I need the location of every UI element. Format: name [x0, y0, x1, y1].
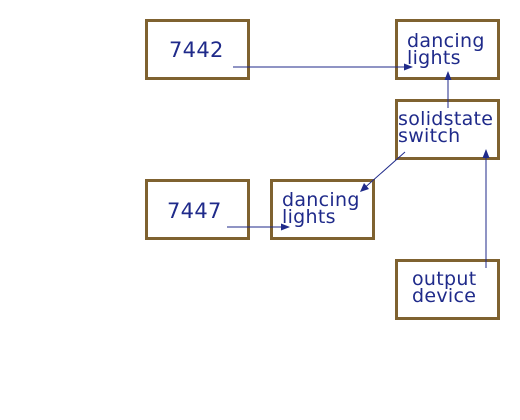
arrowhead-dancing-lights-top-up: [444, 71, 452, 80]
label-output-device: output device: [412, 268, 477, 307]
box-dancing-lights-mid: [270, 179, 375, 240]
arrowhead-dancing-lights-mid-diagonal: [360, 183, 369, 192]
box-output-device: [395, 259, 500, 320]
arrow-solidstate-switch-to-dancing-lights-mid: [360, 151, 406, 192]
arrowhead-solidstate-switch-up: [482, 149, 490, 158]
arrowhead-dancing-lights-mid: [281, 223, 290, 231]
label-7447: 7447: [167, 199, 222, 223]
label-solidstate-switch: solidstate switch: [398, 108, 494, 147]
box-7442: [145, 19, 250, 80]
box-7447: [145, 179, 250, 240]
arrowhead-dancing-lights-top: [404, 63, 413, 71]
label-dancing-lights-mid: dancing lights: [282, 189, 360, 228]
box-solidstate-switch: [395, 99, 500, 160]
label-7442: 7442: [169, 38, 224, 62]
label-dancing-lights-top: dancing lights: [407, 30, 485, 69]
